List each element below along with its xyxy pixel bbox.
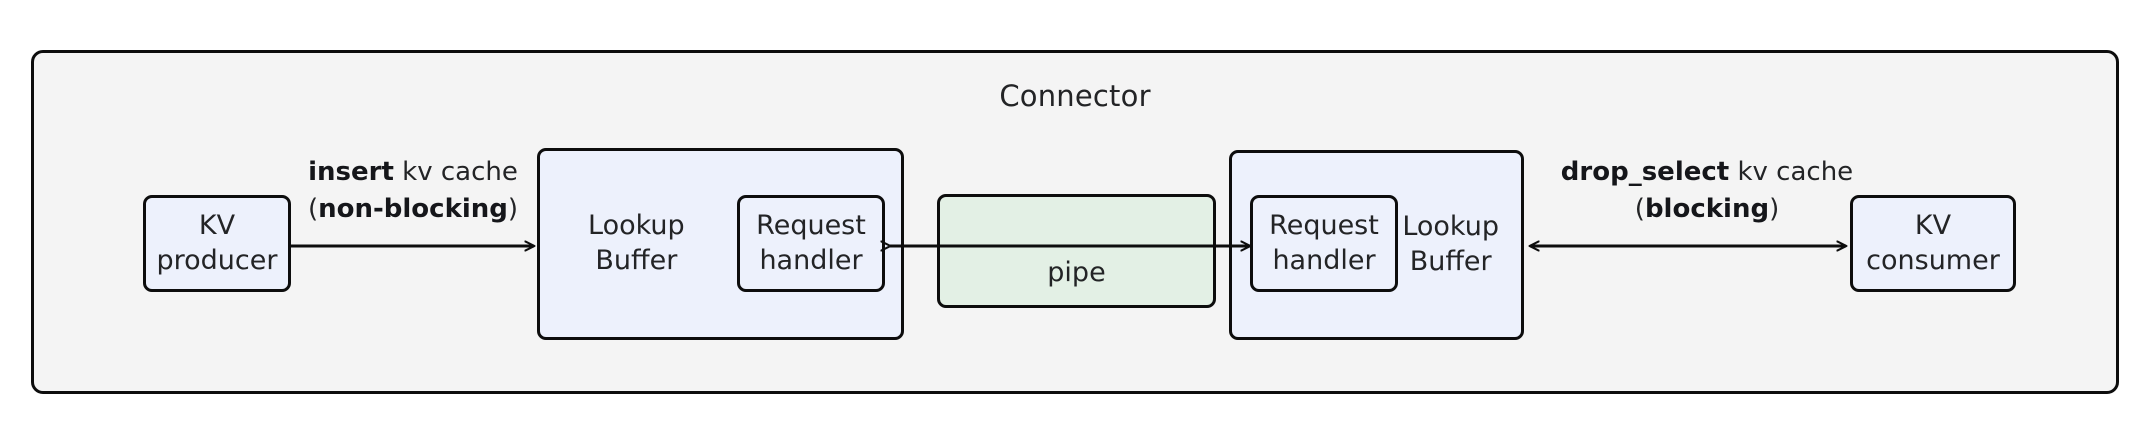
edge-label-insert-paren-open: ( <box>307 193 319 224</box>
edge-label-drop-select-paren-close: ) <box>1769 193 1780 224</box>
node-lookup-buffer-right-label: Lookup Buffer <box>1402 211 1499 277</box>
node-request-handler-right: Request handler <box>1250 195 1398 292</box>
edge-label-drop-select-mode: blocking <box>1644 193 1770 224</box>
edge-label-insert-mode: non-blocking <box>318 193 508 224</box>
node-kv-consumer-label: KV consumer <box>1866 209 2000 276</box>
edge-label-insert-paren-close: ) <box>507 193 519 224</box>
edge-label-insert: insert kv cache (non-blocking) <box>213 154 613 228</box>
edge-label-drop-select: drop_select kv cache (blocking) <box>1522 154 1892 228</box>
node-lookup-buffer-left-label: Lookup Buffer <box>588 210 685 276</box>
edge-label-insert-op: insert <box>308 157 394 187</box>
node-request-handler-left: Request handler <box>737 195 885 292</box>
edge-label-drop-select-line2: (blocking) <box>1522 191 1892 228</box>
edge-label-insert-rest: kv cache <box>393 157 518 187</box>
edge-label-drop-select-line1: drop_select kv cache <box>1522 154 1892 191</box>
node-kv-producer-label: KV producer <box>156 209 278 276</box>
edge-label-insert-line2: (non-blocking) <box>213 191 613 228</box>
edge-label-drop-select-op: drop_select <box>1560 157 1730 187</box>
panel-title: Connector <box>999 79 1151 113</box>
node-pipe-label: pipe <box>1047 257 1106 289</box>
edge-label-drop-select-rest: kv cache <box>1729 157 1854 187</box>
edge-label-drop-select-paren-open: ( <box>1634 193 1645 224</box>
node-kv-producer: KV producer <box>143 195 291 292</box>
node-pipe: pipe <box>937 194 1216 308</box>
edge-label-insert-line1: insert kv cache <box>213 154 613 191</box>
node-kv-consumer: KV consumer <box>1850 195 2016 292</box>
